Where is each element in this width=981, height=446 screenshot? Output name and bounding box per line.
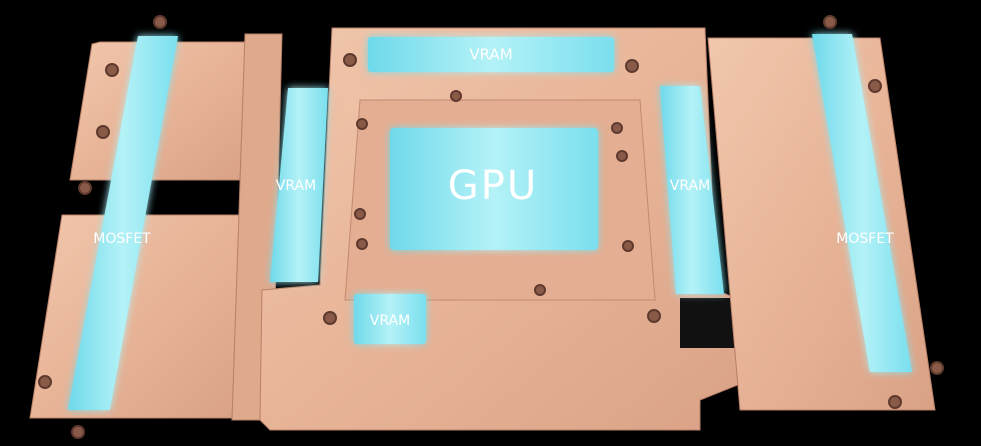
- vram-pad-right: [660, 86, 724, 294]
- vram-pad-left: [270, 88, 328, 282]
- vram-pad-top: [368, 37, 614, 72]
- mosfet-pad-left: [68, 36, 178, 410]
- mosfet-right-label: MOSFET: [836, 231, 894, 247]
- cutout: [680, 298, 740, 348]
- screw-holes: [38, 15, 944, 439]
- vram-left-label: VRAM: [276, 178, 316, 194]
- gpu-pad: [390, 128, 598, 250]
- vram-bottom-label: VRAM: [370, 313, 410, 329]
- mosfet-left-label: MOSFET: [93, 231, 151, 247]
- vram-top-label: VRAM: [469, 46, 512, 64]
- mosfet-pad-right: [812, 34, 912, 372]
- vram-pad-bottom: [354, 294, 426, 344]
- vram-right-label: VRAM: [670, 178, 710, 194]
- gpu-label: GPU: [448, 163, 538, 209]
